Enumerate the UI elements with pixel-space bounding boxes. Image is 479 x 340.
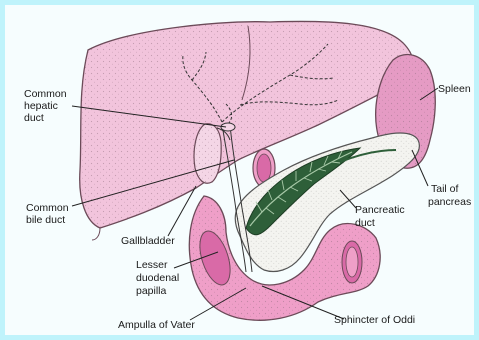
label-common-hepatic-duct-line-1: Common (24, 88, 67, 100)
label-common-bile-duct-line-1: Common (26, 202, 69, 214)
label-common-hepatic-duct-line-2: hepatic (24, 100, 58, 112)
label-spleen: Spleen (438, 83, 471, 95)
label-tail-of-pancreas-line-2: pancreas (428, 196, 471, 208)
label-pancreatic-duct-line-2: duct (355, 217, 375, 229)
label-common-hepatic-duct-line-3: duct (24, 112, 44, 124)
label-lesser-duodenal-papilla-line-3: papilla (136, 285, 167, 297)
label-gallbladder: Gallbladder (121, 235, 175, 247)
label-lesser-duodenal-papilla-line-1: Lesser (136, 259, 168, 271)
label-lesser-duodenal-papilla-line-2: duodenal (136, 272, 179, 284)
label-ampulla-of-vater: Ampulla of Vater (118, 319, 195, 331)
label-common-bile-duct-line-2: bile duct (26, 214, 65, 226)
label-sphincter-of-oddi: Sphincter of Oddi (334, 314, 415, 326)
label-pancreatic-duct-line-1: Pancreatic (355, 204, 405, 216)
label-tail-of-pancreas-line-1: Tail of (431, 183, 459, 195)
